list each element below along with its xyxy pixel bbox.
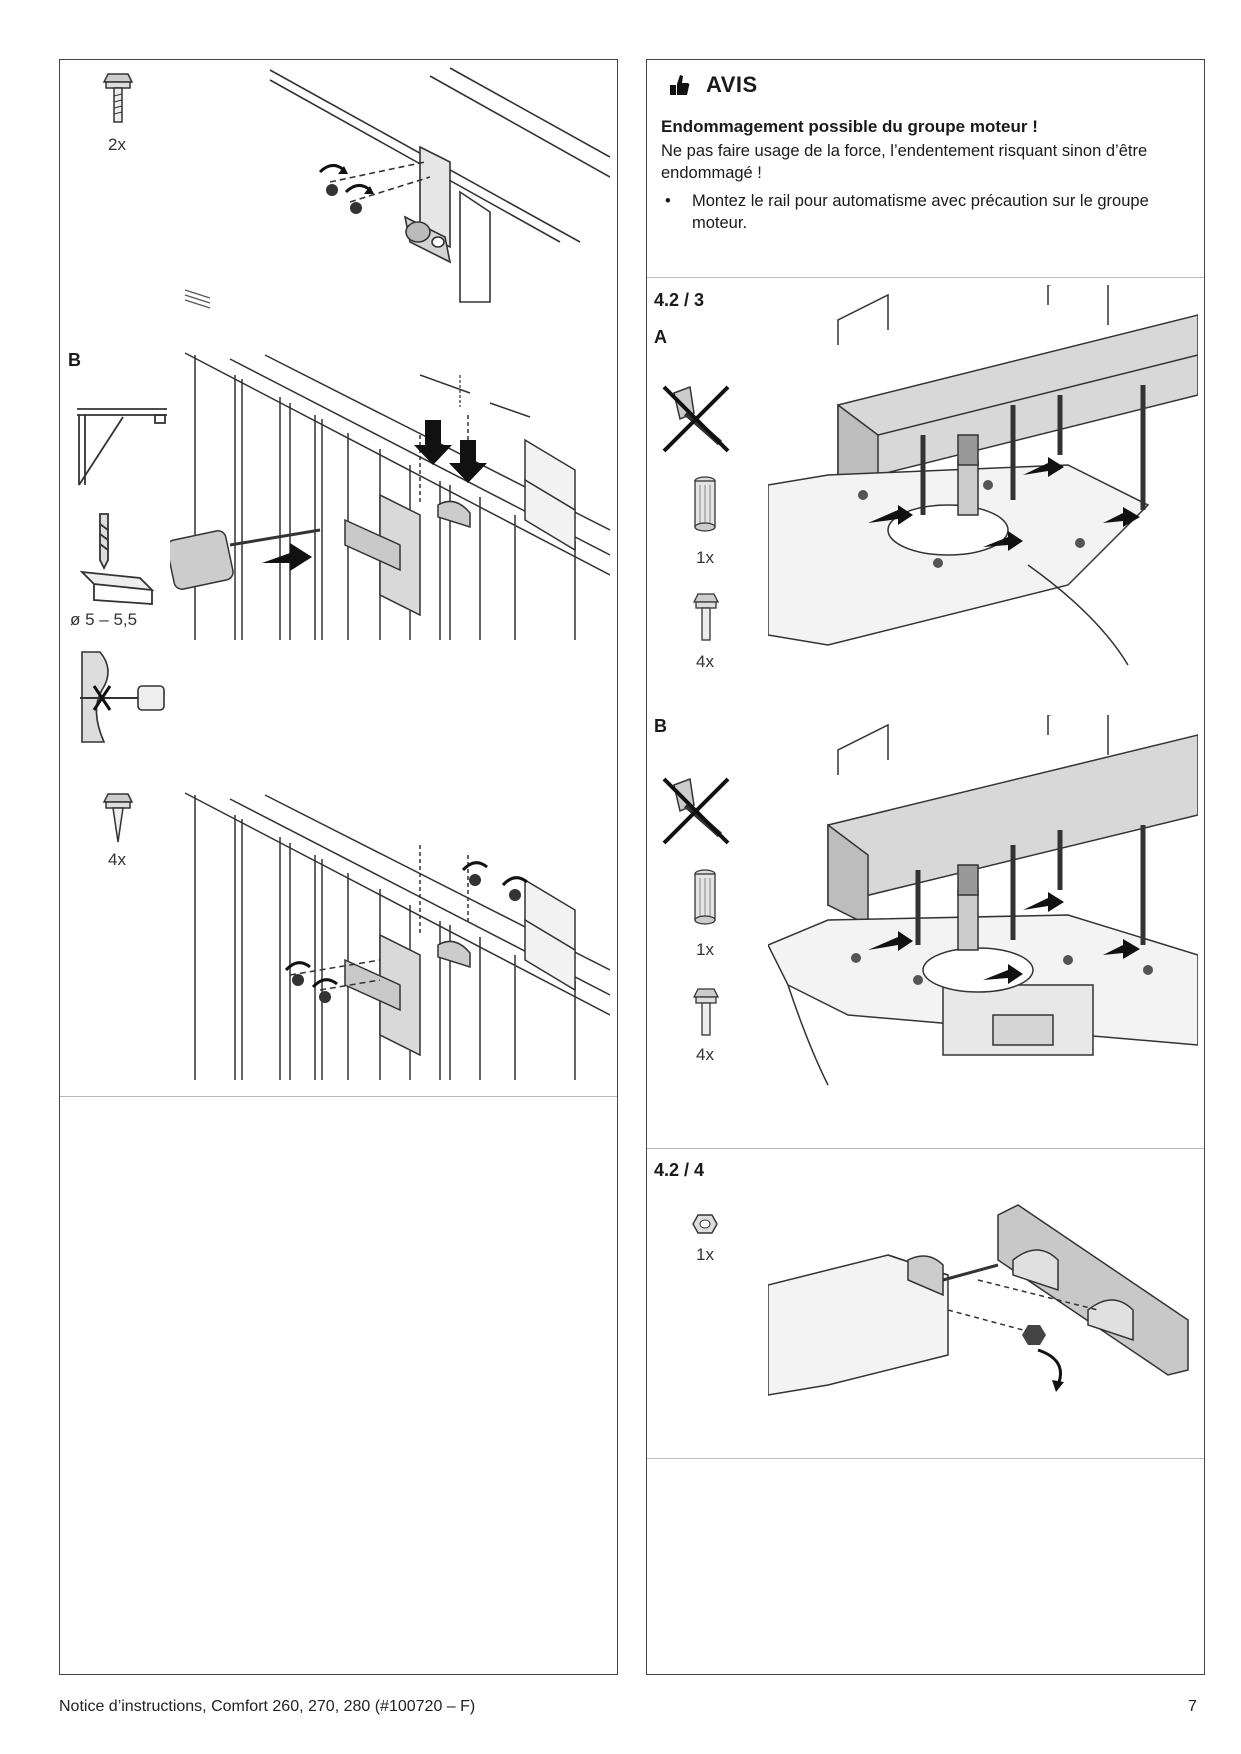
screwing-illustration [184, 792, 610, 1080]
no-force-icon [662, 385, 730, 453]
rail-connector-illustration [768, 1204, 1189, 1396]
drill-size: ø 5 – 5,5 [70, 610, 138, 629]
adapter-icon-b [694, 869, 716, 925]
rail-bracket-illustration [184, 67, 610, 309]
notice-divider [647, 277, 1204, 278]
footer-title: Notice d’instructions, Comfort 260, 270,… [59, 1698, 476, 1715]
no-force-icon-b [662, 777, 730, 845]
step-423-b-screw-qty: 4x [696, 1045, 714, 1064]
notice-heading: Endommagement possible du groupe moteur … [661, 117, 1038, 136]
step-423-a-adapter-qty: 1x [696, 548, 714, 567]
step-423-b-label: B [654, 716, 667, 736]
step-423-b-adapter-qty: 1x [696, 940, 714, 959]
step-424-divider [647, 1458, 1204, 1459]
screw-icon-b [692, 988, 720, 1036]
no-drill-through-icon [80, 651, 165, 743]
notice-bullet-marker: • [665, 192, 671, 210]
left-panel [59, 59, 618, 1675]
left-divider [60, 1096, 617, 1097]
notice-title: AVIS [706, 72, 758, 97]
screw-icon [692, 593, 720, 641]
rail-on-motor-b-illustration [768, 715, 1198, 1086]
drill-bit-icon [80, 513, 155, 605]
top-quantity: 2x [108, 135, 126, 154]
bolt-icon [102, 73, 134, 123]
step-423-a-screw-qty: 4x [696, 652, 714, 671]
rail-on-motor-a-illustration [768, 285, 1198, 666]
hand-warning-icon [670, 75, 690, 95]
notice-bullet: Montez le rail pour automatisme avec pré… [692, 192, 1149, 232]
step-423-number: 4.2 / 3 [654, 290, 705, 310]
bottom-quantity: 4x [108, 850, 126, 869]
ceiling-angle-icon [77, 408, 167, 486]
step-424-number: 4.2 / 4 [654, 1160, 705, 1180]
nut-icon [692, 1214, 718, 1234]
page-number: 7 [1188, 1698, 1197, 1715]
section-b-label: B [68, 350, 81, 370]
notice-body: Ne pas faire usage de la force, l’endent… [661, 142, 1148, 182]
adapter-icon [694, 476, 716, 532]
drilling-illustration [170, 352, 610, 640]
wood-screw-icon [102, 793, 134, 843]
step-423-divider [647, 1148, 1204, 1149]
step-423-a-label: A [654, 327, 667, 347]
step-424-nut-qty: 1x [696, 1245, 714, 1264]
